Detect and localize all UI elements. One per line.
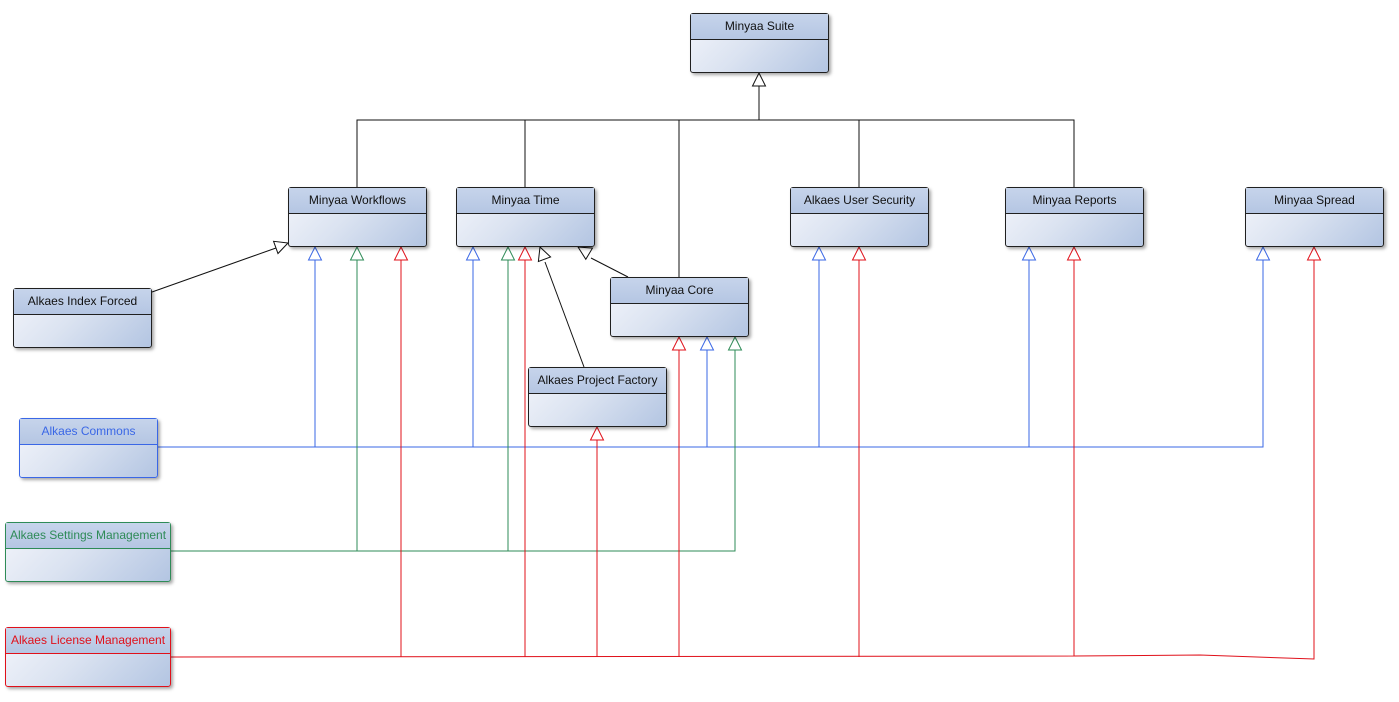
generalization-arrowhead [851,245,867,261]
node-minyaa-spread[interactable]: Minyaa Spread [1245,187,1384,247]
generalization-arrowhead [500,245,516,261]
node-title: Alkaes User Security [791,188,928,214]
generalization-arrowhead [727,335,743,351]
generalization-arrowhead [577,246,594,261]
generalization-arrowhead [537,245,552,263]
generalization-arrowhead [1255,245,1271,261]
generalization-arrowhead [465,245,481,261]
edge-projectfactory-time [544,261,585,368]
edge-indexforced-workflows [151,247,277,293]
node-minyaa-time[interactable]: Minyaa Time [456,187,595,247]
node-minyaa-suite[interactable]: Minyaa Suite [690,13,829,73]
generalization-arrowhead [811,245,827,261]
generalization-arrowhead [1066,245,1082,261]
generalization-arrowhead [307,245,323,261]
node-alkaes-user-security[interactable]: Alkaes User Security [790,187,929,247]
generalization-arrowhead [349,245,365,261]
generalization-arrowhead [1021,245,1037,261]
node-title: Alkaes Settings Management [6,523,170,549]
edge-license-spread [1073,260,1315,660]
node-alkaes-settings-management[interactable]: Alkaes Settings Management [5,522,171,582]
node-title: Minyaa Suite [691,14,828,40]
generalization-arrowhead [589,425,605,441]
edge-workflows-suite [356,86,760,187]
generalization-arrowhead [751,71,767,87]
node-alkaes-license-management[interactable]: Alkaes License Management [5,627,171,687]
generalization-arrowhead [517,245,533,261]
node-alkaes-commons[interactable]: Alkaes Commons [19,418,158,478]
node-title: Alkaes Index Forced [14,289,151,315]
generalization-arrowhead [1306,245,1322,261]
node-title: Minyaa Spread [1246,188,1383,214]
node-title: Alkaes Project Factory [529,368,666,394]
node-title: Minyaa Workflows [289,188,426,214]
node-title: Minyaa Reports [1006,188,1143,214]
node-title: Alkaes License Management [6,628,170,654]
node-minyaa-core[interactable]: Minyaa Core [610,277,749,337]
generalization-arrowhead [699,335,715,351]
edge-reports-suite [859,119,1075,187]
node-alkaes-project-factory[interactable]: Alkaes Project Factory [528,367,667,427]
node-alkaes-index-forced[interactable]: Alkaes Index Forced [13,288,152,348]
edge-core-time [590,257,629,278]
node-minyaa-reports[interactable]: Minyaa Reports [1005,187,1144,247]
generalization-arrowhead [272,240,290,255]
edge-usersecurity-suite [759,119,860,187]
generalization-arrowhead [671,335,687,351]
node-minyaa-workflows[interactable]: Minyaa Workflows [288,187,427,247]
node-title: Minyaa Core [611,278,748,304]
generalization-arrowhead [393,245,409,261]
node-title: Alkaes Commons [20,419,157,445]
edge-settings-bus [171,350,736,552]
node-title: Minyaa Time [457,188,594,214]
